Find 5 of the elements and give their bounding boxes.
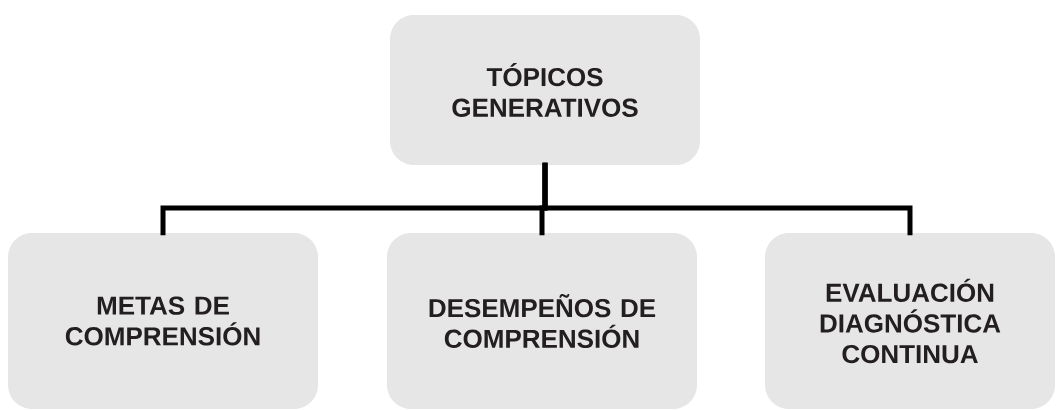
process-box: METAS DE COMPRENSIÓN bbox=[8, 233, 318, 409]
process-box: TÓPICOS GENERATIVOS bbox=[390, 15, 700, 165]
process-box: DESEMPEÑOS DE COMPRENSIÓN bbox=[387, 233, 697, 409]
connector-line bbox=[542, 162, 913, 236]
process-box: EVALUACIÓN DIAGNÓSTICA CONTINUA bbox=[765, 233, 1055, 409]
